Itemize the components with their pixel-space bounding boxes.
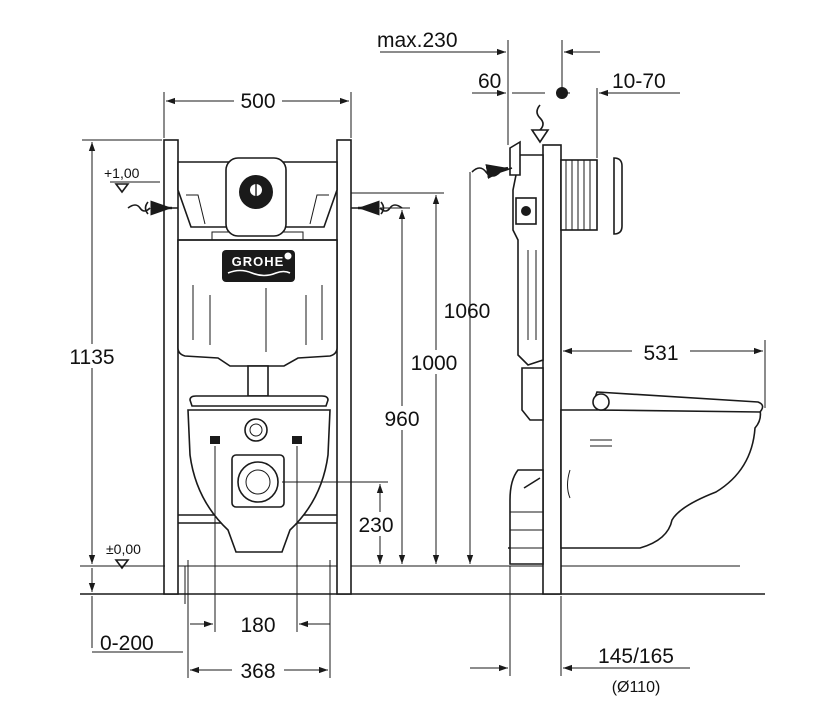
dim-drain-offset: 145/165 (Ø110) bbox=[470, 566, 690, 696]
svg-text:368: 368 bbox=[240, 660, 275, 683]
dim-drain-height: 230 bbox=[282, 481, 400, 564]
dim-projection: 531 bbox=[563, 340, 766, 408]
drain-pipe bbox=[509, 469, 544, 565]
dim-floor-offset: 0-200 bbox=[88, 566, 186, 655]
svg-text:145/165: 145/165 bbox=[598, 645, 674, 668]
front-view: GROHE bbox=[60, 88, 496, 683]
brand-plate bbox=[222, 250, 295, 282]
level-marker-floor: ±0,00 bbox=[106, 541, 141, 570]
flush-plate-side bbox=[613, 157, 623, 235]
toilet-seat-front bbox=[189, 395, 329, 407]
flush-plate-mount bbox=[560, 159, 598, 231]
svg-text:10-70: 10-70 bbox=[612, 70, 666, 93]
dim-frame-width: 500 bbox=[163, 88, 352, 138]
dim-bolt-spacing: 180 bbox=[190, 446, 330, 637]
svg-text:1060: 1060 bbox=[444, 300, 491, 323]
level-marker-upper: +1,00 bbox=[104, 165, 160, 194]
dim-inlet-height: 960 bbox=[378, 172, 474, 564]
svg-text:+1,00: +1,00 bbox=[104, 165, 140, 181]
svg-text:0-200: 0-200 bbox=[100, 632, 154, 655]
svg-text:230: 230 bbox=[358, 514, 393, 537]
frame-post-left bbox=[163, 139, 179, 595]
inlet-pipe-side-icon bbox=[471, 164, 513, 180]
toilet-seat-side bbox=[594, 391, 764, 413]
brand-logo: GROHE bbox=[232, 254, 285, 269]
dim-plate-depth: 60 bbox=[472, 70, 545, 145]
svg-text:60: 60 bbox=[478, 70, 501, 93]
dim-flush-height: 1060 bbox=[351, 192, 496, 564]
frame-post-side bbox=[542, 144, 562, 595]
cistern-body bbox=[177, 239, 338, 367]
toilet-bowl-front bbox=[187, 409, 331, 553]
flush-pipe bbox=[247, 365, 269, 397]
frame-post-right bbox=[336, 139, 352, 595]
dim-wall-thickness: 10-70 bbox=[560, 70, 680, 158]
svg-text:±0,00: ±0,00 bbox=[106, 541, 141, 557]
supply-arrow-icon bbox=[530, 104, 550, 144]
svg-text:1135: 1135 bbox=[69, 346, 114, 369]
svg-text:531: 531 bbox=[643, 342, 678, 365]
svg-text:180: 180 bbox=[240, 614, 275, 637]
side-view: max.230 60 10-70 531 bbox=[377, 29, 766, 696]
toilet-bowl-side bbox=[560, 409, 762, 549]
dim-total-height: 1135 bbox=[60, 139, 162, 564]
svg-text:(Ø110): (Ø110) bbox=[612, 679, 661, 696]
dim-top-height: 1000 bbox=[380, 207, 462, 564]
svg-text:1000: 1000 bbox=[411, 352, 458, 375]
svg-text:500: 500 bbox=[240, 90, 275, 113]
dim-max-wall: max.230 bbox=[377, 29, 600, 100]
svg-text:960: 960 bbox=[384, 408, 419, 431]
dim-bowl-width: 368 bbox=[187, 560, 331, 683]
svg-text:max.230: max.230 bbox=[377, 29, 458, 52]
floor-lines bbox=[80, 565, 765, 595]
